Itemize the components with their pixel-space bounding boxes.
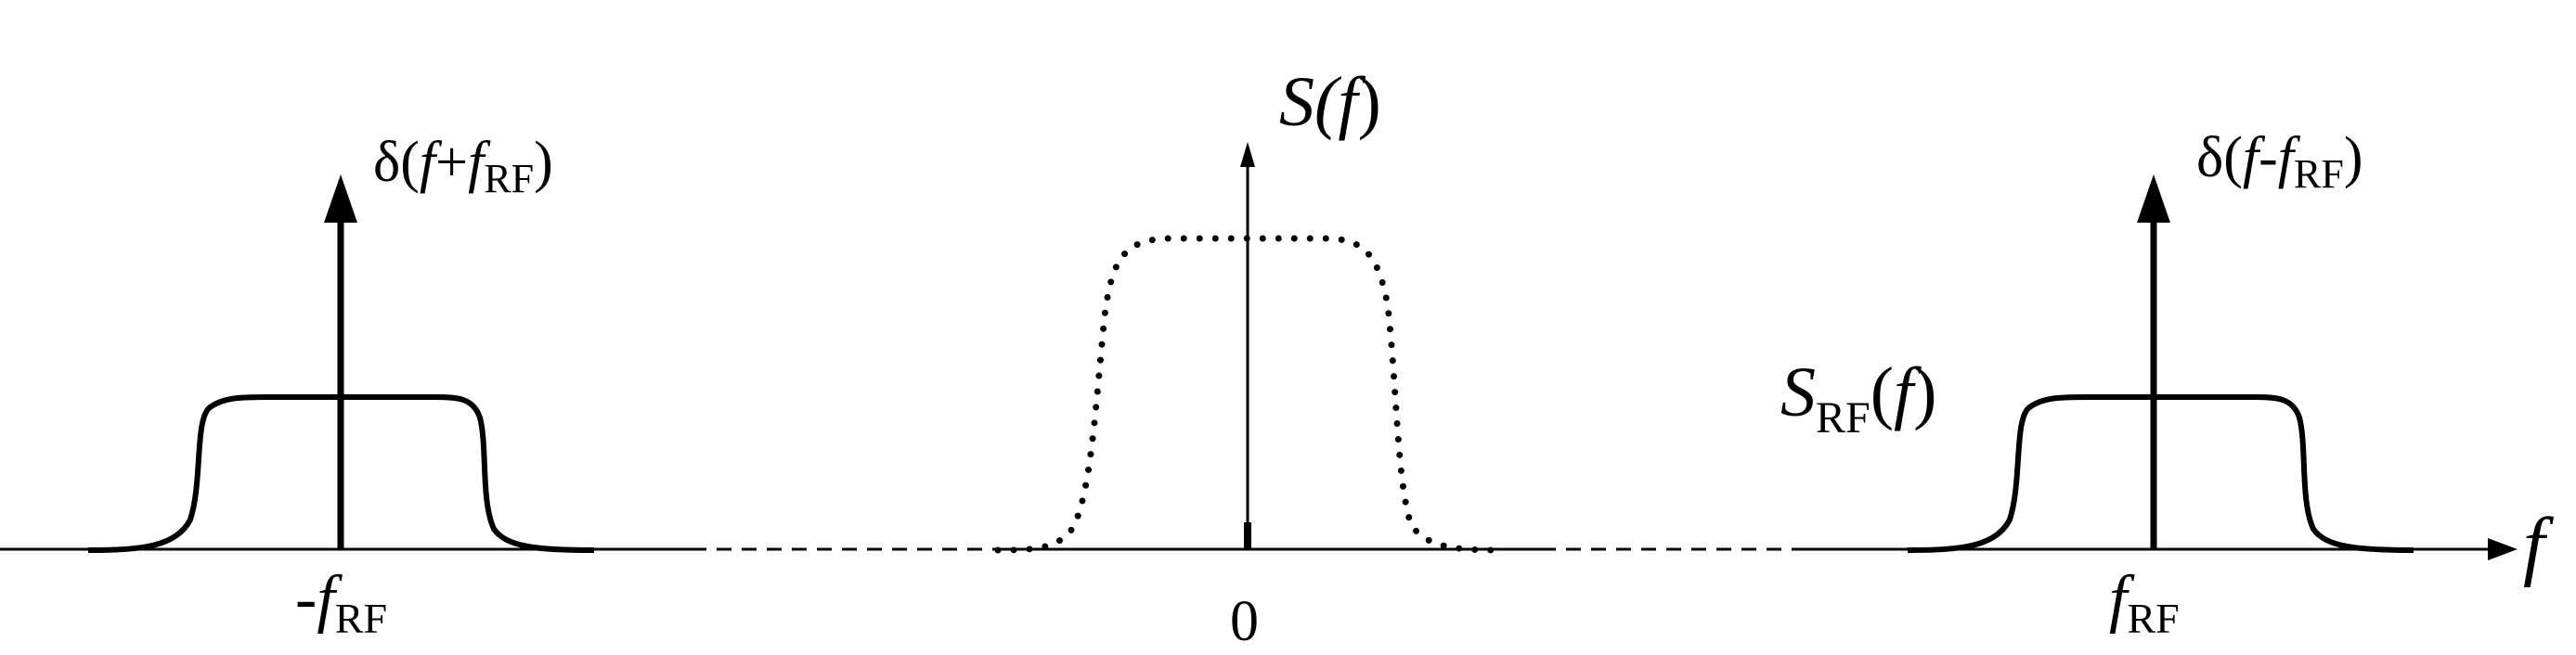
impulse-right <box>2137 174 2170 550</box>
label-impulse-right: δ(f-fRF) <box>2196 126 2362 197</box>
frequency-axis <box>0 538 2518 560</box>
spectrum-curve-right <box>1907 394 2414 553</box>
spectrum-curve-left <box>87 394 595 553</box>
axis-arrowhead <box>2488 538 2518 560</box>
label-passband-spectrum: SRF(f) <box>1780 353 1936 443</box>
impulse-right-arrowhead <box>2137 174 2170 223</box>
baseband-vertical-axis <box>1240 142 1255 550</box>
label-impulse-left: δ(f+fRF) <box>373 131 553 201</box>
baseband-axis-arrowhead <box>1240 142 1255 167</box>
tick-label-right: fRF <box>2109 563 2180 642</box>
tick-label-left: -fRF <box>295 563 387 642</box>
impulse-left-arrowhead <box>324 174 357 223</box>
impulse-left <box>324 174 357 550</box>
tick-label-center: 0 <box>1230 590 1259 653</box>
label-baseband-spectrum: S(f) <box>1279 63 1381 141</box>
axis-variable-label: f <box>2523 502 2555 588</box>
